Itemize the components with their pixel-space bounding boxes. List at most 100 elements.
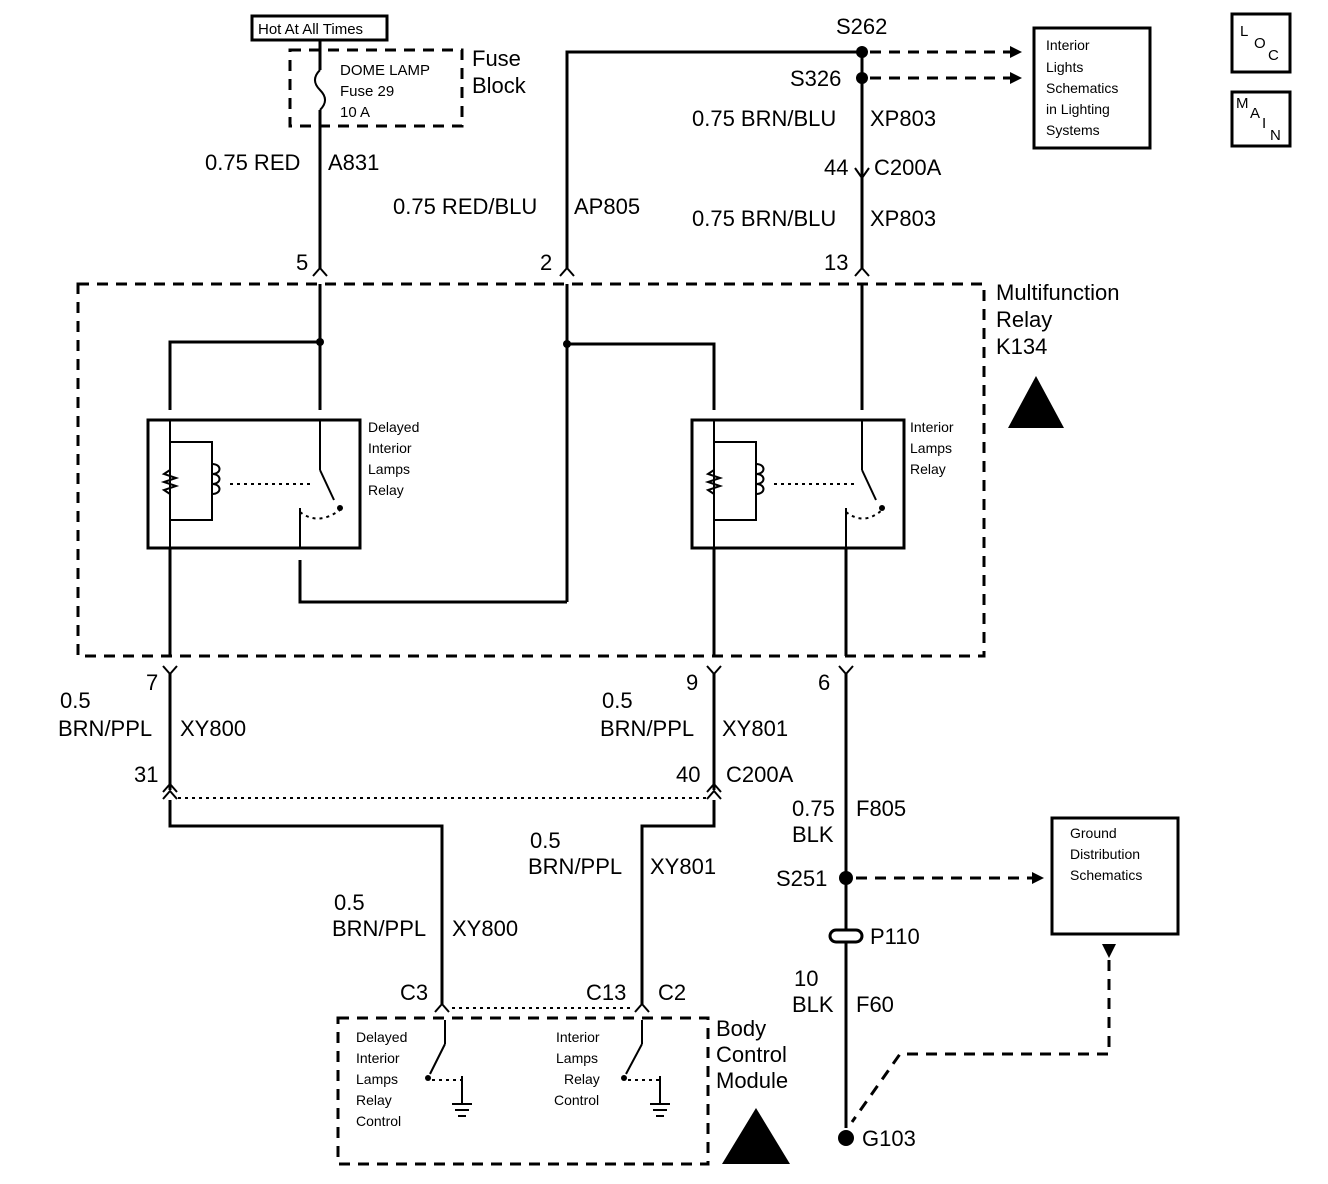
bcm-delayed-ctrl-label-5: Control <box>356 1113 401 1129</box>
c200a-lower-pin-31: 31 <box>134 762 158 787</box>
bcm-pin-c2: C2 <box>658 980 686 1005</box>
multifunction-relay-label: Multifunction <box>996 280 1120 305</box>
resistor-icon <box>160 469 180 495</box>
fuse-block-label: Fuse <box>472 46 521 71</box>
main-button[interactable]: M A I N <box>1230 90 1292 148</box>
wire-xp803-upper-gauge: 0.75 BRN/BLU <box>692 106 836 131</box>
p110-label: P110 <box>870 924 920 949</box>
ground-ref-label-2: Distribution <box>1070 846 1140 862</box>
wire-xy800-upper-circuit: XY800 <box>180 716 246 741</box>
wire-xp803-lower-gauge: 0.75 BRN/BLU <box>692 206 836 231</box>
wire-f805-circuit: F805 <box>856 796 906 821</box>
fuse-block-label-2: Block <box>472 73 527 98</box>
bcm-interior-ctrl-label-2: Lamps <box>556 1050 598 1066</box>
wire-xy801-lower-circuit: XY801 <box>650 854 716 879</box>
fuse-rating: 10 A <box>340 104 370 121</box>
c200a-lower-label: C200A <box>726 762 794 787</box>
splice-s262-label: S262 <box>836 14 887 39</box>
wire-f60-circuit: F60 <box>856 992 894 1017</box>
delayed-relay-label-1: Delayed <box>368 419 419 435</box>
bcm-delayed-ctrl-label-2: Interior <box>356 1050 400 1066</box>
ground-icon <box>452 1103 472 1117</box>
fuse-number: Fuse 29 <box>340 83 394 100</box>
interior-relay-label-3: Relay <box>910 461 946 477</box>
wire-xy801-upper-gauge: 0.5 <box>602 688 633 713</box>
bcm-delayed-ctrl-label-3: Lamps <box>356 1071 398 1087</box>
loc-letter-c: C <box>1268 47 1279 64</box>
interior-lights-ref-line4: in Lighting <box>1046 101 1110 117</box>
wire-f60-color: BLK <box>792 992 834 1017</box>
c200a-upper-connector-icon <box>854 167 870 180</box>
wire-xp803-upper-circuit: XP803 <box>870 106 936 131</box>
interior-lights-ref-line5: Systems <box>1046 122 1100 138</box>
loc-button[interactable]: L O C <box>1230 12 1292 74</box>
loc-letter-o: O <box>1254 35 1266 52</box>
wire-f805-gauge: 0.75 <box>792 796 835 821</box>
bcm-label-1: Body <box>716 1016 766 1041</box>
ground-g103-label: G103 <box>862 1126 916 1151</box>
wire-f60-gauge: 10 <box>794 966 818 991</box>
loc-letter-l: L <box>1240 23 1248 40</box>
p110-pass-through <box>828 928 864 944</box>
bcm-interior-ctrl-label-4: Control <box>554 1092 599 1108</box>
coil-icon <box>211 463 221 495</box>
pin-2: 2 <box>540 250 552 275</box>
splice-s251 <box>839 871 853 885</box>
bcm-delayed-ctrl-label-1: Delayed <box>356 1029 407 1045</box>
c200a-upper-pin: 44 <box>824 155 848 180</box>
ground-ref-label-3: Schematics <box>1070 867 1142 883</box>
esd-warning-icon-bcm <box>722 1108 790 1164</box>
main-letter-m: M <box>1236 95 1249 112</box>
pin-7: 7 <box>146 670 158 695</box>
wire-xy800-lower-gauge: 0.5 <box>334 890 365 915</box>
bcm-delayed-switch-icon <box>429 1043 446 1075</box>
ground-distribution-ref-box[interactable] <box>1050 816 1180 936</box>
fuse-icon <box>314 69 326 111</box>
fuse-name: DOME LAMP <box>340 62 430 79</box>
wire-xp803-lower-circuit: XP803 <box>870 206 936 231</box>
main-letter-n: N <box>1270 127 1281 144</box>
delayed-relay-label-4: Relay <box>368 482 404 498</box>
delayed-relay-label-2: Interior <box>368 440 412 456</box>
wire-xy800-lower-color: BRN/PPL <box>332 916 426 941</box>
bcm-interior-ctrl-label-3: Relay <box>564 1071 600 1087</box>
interior-lights-ref-line2: Lights <box>1046 59 1083 75</box>
multifunction-relay-label-2: Relay <box>996 307 1052 332</box>
bcm-pin-c13: C13 <box>586 980 626 1005</box>
bcm-label-3: Module <box>716 1068 788 1093</box>
interior-lights-ref-line3: Schematics <box>1046 80 1118 96</box>
main-letter-i: I <box>1262 115 1266 132</box>
wire-xy801 <box>640 800 716 1004</box>
interior-lights-ref-line1: Interior <box>1046 37 1090 53</box>
c200a-lower-connector-icon <box>162 782 178 800</box>
wire-ap805 <box>565 50 862 268</box>
ground-ref-label-1: Ground <box>1070 825 1117 841</box>
wire-ap805-gauge: 0.75 RED/BLU <box>393 194 537 219</box>
ground-g103 <box>838 1130 854 1146</box>
multifunction-relay-id: K134 <box>996 334 1047 359</box>
interior-lamps-relay <box>690 418 906 550</box>
splice-s251-label: S251 <box>776 866 827 891</box>
c200a-lower-pin-40: 40 <box>676 762 700 787</box>
interior-lights-ref-box[interactable] <box>1032 26 1152 150</box>
interior-relay-label-1: Interior <box>910 419 954 435</box>
bcm-pin-c3: C3 <box>400 980 428 1005</box>
fuse-block-box <box>288 48 464 128</box>
bcm-interior-switch-icon <box>625 1043 643 1075</box>
wire-xy801-upper-circuit: XY801 <box>722 716 788 741</box>
wire-ap805-circuit: AP805 <box>574 194 640 219</box>
interior-relay-label-2: Lamps <box>910 440 952 456</box>
bcm-delayed-ctrl-label-4: Relay <box>356 1092 392 1108</box>
pin-13: 13 <box>824 250 848 275</box>
wire-xy801-upper-color: BRN/PPL <box>600 716 694 741</box>
wire-a831-gauge: 0.75 RED <box>205 150 300 175</box>
wire-xy801-lower-color: BRN/PPL <box>528 854 622 879</box>
wire-xy800-lower-circuit: XY800 <box>452 916 518 941</box>
splice-s326-label: S326 <box>790 66 841 91</box>
pin-5: 5 <box>296 250 308 275</box>
pin-9: 9 <box>686 670 698 695</box>
delayed-interior-lamps-relay <box>146 418 362 550</box>
hot-at-all-times-label: Hot At All Times <box>258 21 363 38</box>
wire-xy801-lower-gauge: 0.5 <box>530 828 561 853</box>
